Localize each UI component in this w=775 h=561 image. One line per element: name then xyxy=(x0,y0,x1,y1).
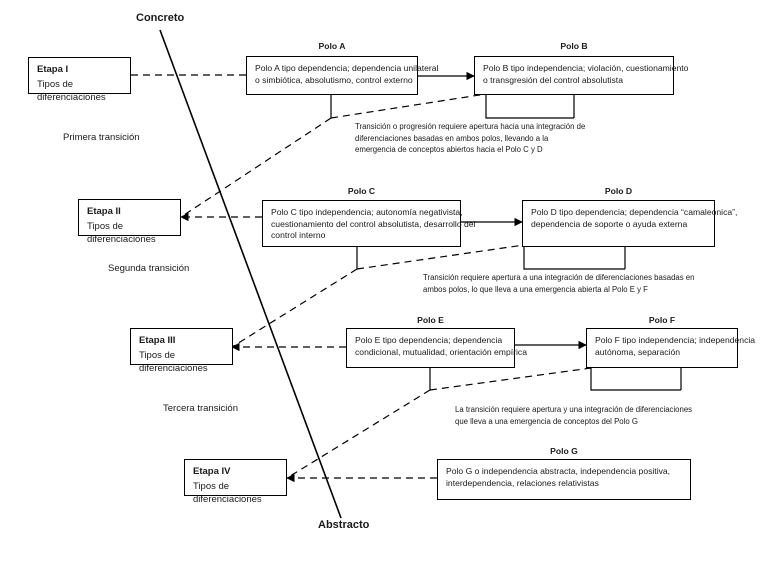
poloF-elbow xyxy=(590,368,681,391)
note-line1: Transición requiere apertura a una integ… xyxy=(423,273,695,282)
stage-box-etapa-1[interactable]: Etapa I Tipos de diferenciaciones xyxy=(28,57,131,103)
transition-label-line2: transición xyxy=(148,263,190,274)
note-line1: La transición requiere apertura y una in… xyxy=(455,405,693,414)
transition2-dash-down xyxy=(231,268,358,348)
poloB-elbow xyxy=(485,94,574,119)
pole-box-a[interactable]: Polo A tipo dependencia; dependencia uni… xyxy=(246,56,439,95)
transition3-dash-down xyxy=(286,389,431,479)
transition2-dash-up xyxy=(356,244,525,270)
stage-title: Etapa IV xyxy=(193,466,231,477)
stage-title: Etapa II xyxy=(87,206,121,217)
transition-label-line2: transición xyxy=(197,403,238,414)
transition-label-primera: Primera transición xyxy=(63,131,140,145)
pole-text-line2: dependencia de soporte o ayuda externa xyxy=(531,218,688,229)
pole-text-line2: cuestionamiento del control absolutista,… xyxy=(271,218,476,229)
transition1-dash-up xyxy=(330,93,487,119)
transition-label-tercera: Tercera transición xyxy=(163,402,238,416)
stage-subtitle: Tipos de diferenciaciones xyxy=(87,220,156,245)
stage-subtitle: Tipos de diferenciaciones xyxy=(37,78,106,103)
pole-caption-e: Polo E xyxy=(417,315,444,325)
note-line1: Transición o progresión requiere apertur… xyxy=(355,122,586,131)
pole-text-line1: Polo E tipo dependencia; dependencia xyxy=(355,335,503,345)
pole-box-c[interactable]: Polo C tipo independencia; autonomía neg… xyxy=(262,200,476,247)
stage-subtitle: Tipos de diferenciaciones xyxy=(139,349,208,374)
transition-label-line2: transición xyxy=(98,132,140,143)
pole-text-line1: Polo B tipo independencia; violación, cu… xyxy=(483,63,689,73)
pole-caption-b: Polo B xyxy=(560,41,588,51)
pole-caption-f: Polo F xyxy=(648,315,676,325)
pole-caption-a: Polo A xyxy=(318,41,346,51)
axis-label-concreto: Concreto xyxy=(136,12,185,24)
stage-title: Etapa I xyxy=(37,64,69,75)
pole-box-d[interactable]: Polo D tipo dependencia; dependencia “ca… xyxy=(522,200,738,247)
poloD-elbow xyxy=(523,245,625,270)
pole-text-line2: condicional, mutualidad, orientación emp… xyxy=(355,346,527,357)
pole-text-line1: Polo F tipo independencia; independencia xyxy=(595,335,756,345)
transition-label-line1: Tercera xyxy=(163,403,195,414)
pole-text-line2: o simbiótica, absolutismo, control exter… xyxy=(255,74,413,85)
transition-label-segunda: Segunda transición xyxy=(108,262,189,276)
transition-note-2: Transición requiere apertura a una integ… xyxy=(423,272,694,295)
stage-title: Etapa III xyxy=(139,335,176,346)
pole-box-b[interactable]: Polo B tipo independencia; violación, cu… xyxy=(474,56,689,95)
note-line2: diferenciaciones basadas en ambos polos,… xyxy=(355,133,549,143)
pole-text-line2: o transgresión del control absolutista xyxy=(483,74,623,85)
pole-text-line1: Polo D tipo dependencia; dependencia “ca… xyxy=(531,207,738,217)
note-line3: emergencia de conceptos abiertos hacia e… xyxy=(355,145,543,155)
pole-box-e[interactable]: Polo E tipo dependencia; dependencia con… xyxy=(346,328,527,368)
note-line2: ambos polos, lo que lleva a una emergenc… xyxy=(423,284,648,294)
pole-caption-g: Polo G xyxy=(550,446,578,456)
stage-subtitle: Tipos de diferenciaciones xyxy=(193,480,262,505)
transition-label-line1: Segunda xyxy=(108,263,147,274)
pole-text-line1: Polo C tipo independencia; autonomía neg… xyxy=(271,207,463,217)
transition-label-line1: Primera xyxy=(63,132,97,143)
transition-note-3: La transición requiere apertura y una in… xyxy=(455,404,692,427)
pole-text-line1: Polo A tipo dependencia; dependencia uni… xyxy=(255,63,439,73)
transition3-dash-up xyxy=(429,367,592,391)
pole-caption-d: Polo D xyxy=(604,186,633,196)
note-line2: que lleva a una emergencia de conceptos … xyxy=(455,416,638,426)
pole-text-line3: control interno xyxy=(271,230,326,241)
stage-box-etapa-3[interactable]: Etapa III Tipos de diferenciaciones xyxy=(130,328,233,374)
pole-text-line2: interdependencia, relaciones relativista… xyxy=(446,477,599,488)
pole-text-line2: autónoma, separación xyxy=(595,346,681,357)
stage-box-etapa-4[interactable]: Etapa IV Tipos de diferenciaciones xyxy=(184,459,287,505)
transition-note-1: Transición o progresión requiere apertur… xyxy=(355,121,585,156)
stage-box-etapa-2[interactable]: Etapa II Tipos de diferenciaciones xyxy=(78,199,181,245)
pole-box-g[interactable]: Polo G o independencia abstracta, indepe… xyxy=(437,459,691,500)
pole-caption-c: Polo C xyxy=(347,186,376,196)
pole-box-f[interactable]: Polo F tipo independencia; independencia… xyxy=(586,328,756,368)
axis-label-abstracto: Abstracto xyxy=(318,519,370,531)
pole-text-line1: Polo G o independencia abstracta, indepe… xyxy=(446,466,671,476)
